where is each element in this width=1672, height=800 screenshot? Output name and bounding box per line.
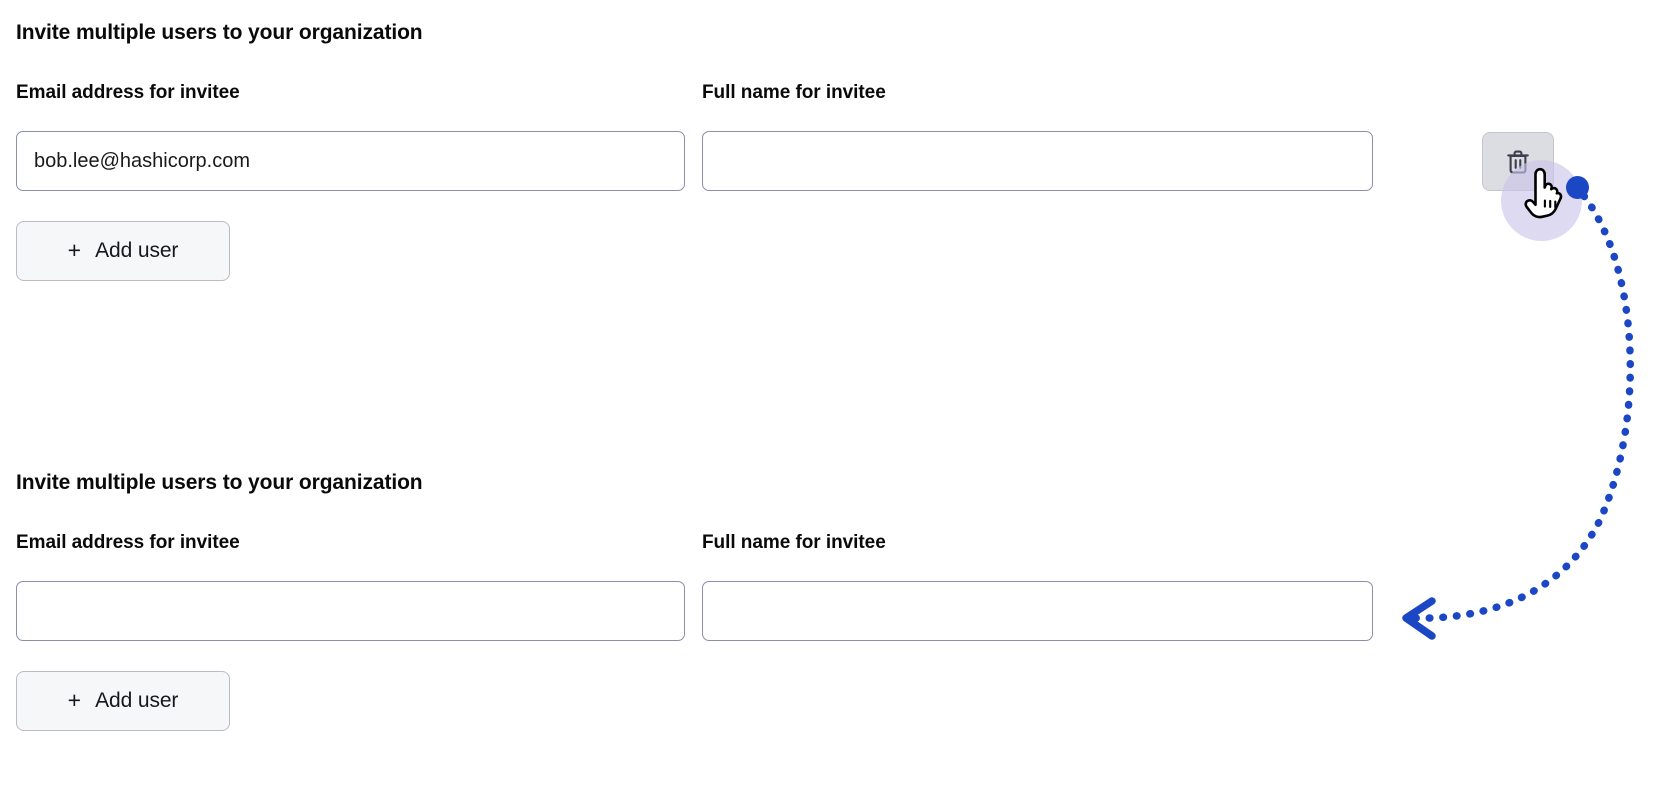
add-user-button[interactable]: + Add user <box>16 221 230 281</box>
add-user-button-secondary[interactable]: + Add user <box>16 671 230 731</box>
click-dot <box>1566 176 1589 199</box>
full-name-field-label: Full name for invitee <box>702 82 886 103</box>
page-title: Invite multiple users to your organizati… <box>16 21 423 44</box>
trash-icon <box>1505 148 1531 176</box>
delete-row-button[interactable] <box>1482 132 1554 191</box>
plus-icon: + <box>67 686 82 713</box>
email-field-label: Email address for invitee <box>16 82 240 103</box>
full-name-input-secondary[interactable] <box>702 581 1373 641</box>
add-user-button-label-secondary: Add user <box>95 689 179 712</box>
email-input[interactable] <box>16 131 685 191</box>
plus-icon: + <box>67 236 82 263</box>
page-title-secondary: Invite multiple users to your organizati… <box>16 471 423 494</box>
full-name-field-label-secondary: Full name for invitee <box>702 532 886 553</box>
email-field-label-secondary: Email address for invitee <box>16 532 240 553</box>
full-name-input[interactable] <box>702 131 1373 191</box>
email-input-secondary[interactable] <box>16 581 685 641</box>
add-user-button-label: Add user <box>95 239 179 262</box>
